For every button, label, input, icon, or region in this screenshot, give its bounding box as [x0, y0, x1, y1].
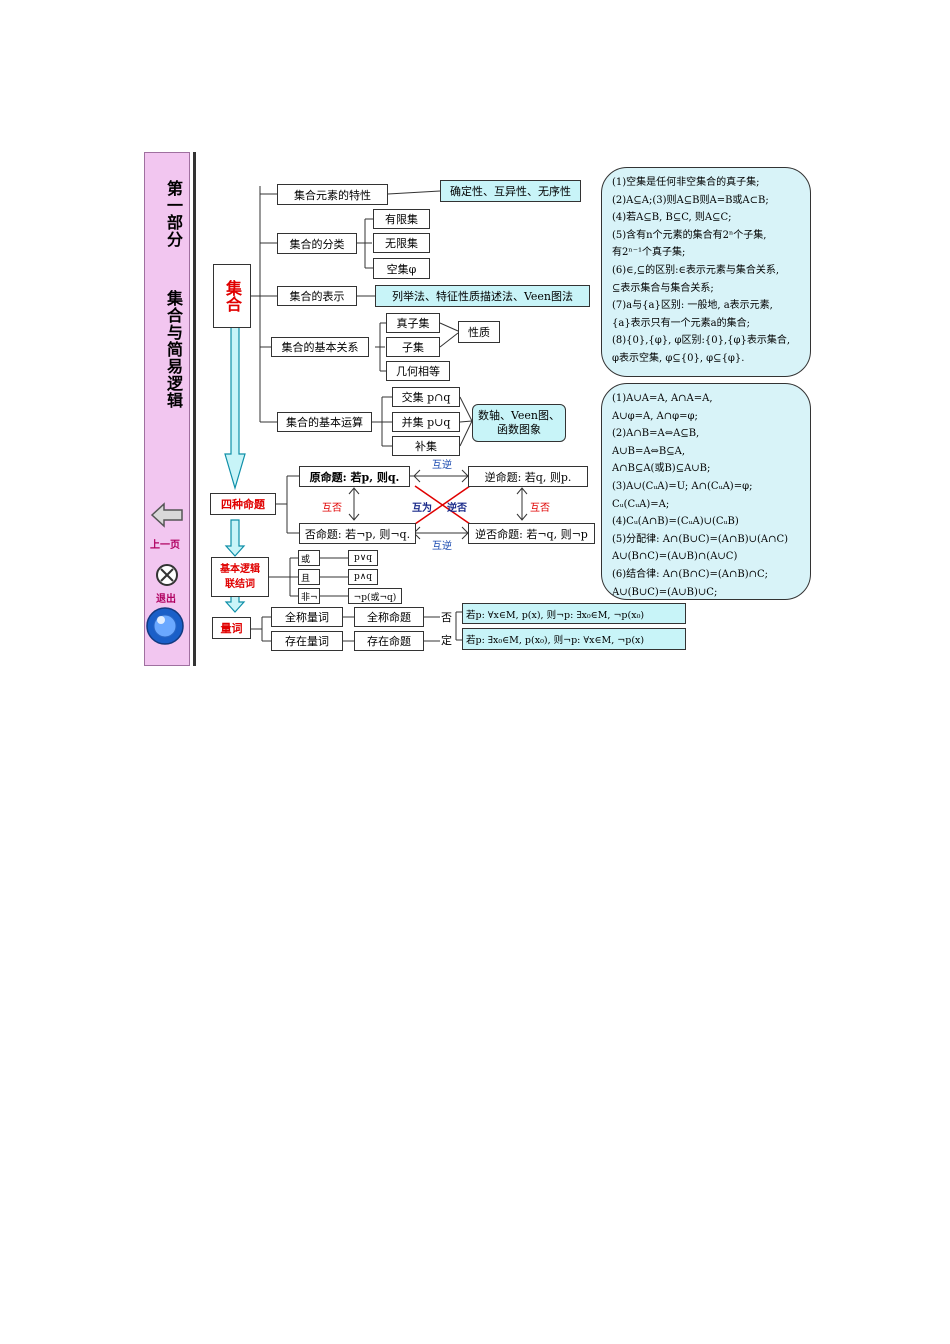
relation-property-line: (6)∈,⊆的区别:∈表示元素与集合关系,: [612, 264, 780, 276]
relation-property-line: (1)空集是任何非空集合的真子集;: [612, 177, 760, 188]
relation-property-line: (5)含有n个元素的集合有2ⁿ个子集,: [612, 229, 767, 241]
relation-property-line: (7)a与{a}区别: 一般地, a表示元素,: [612, 300, 773, 312]
sidebar-topic-title: 集合与简易逻辑: [164, 290, 183, 409]
set-classification: 集合的分类: [277, 233, 357, 254]
operation-property-line: A∩B⊆A(或B)⊆A∪B;: [612, 463, 711, 475]
relation-property-line: ⊆表示集合与集合关系;: [612, 282, 714, 294]
subset: 子集: [386, 337, 440, 357]
operation-property-line: (1)A∪A=A, A∩A=A,: [612, 393, 713, 404]
existential-proposition: 存在命题: [354, 631, 424, 651]
intersection: 交集 p∩q: [392, 387, 460, 407]
operation-property-line: (3)A∪(CᵤA)=U; A∩(CᵤA)=φ;: [612, 480, 753, 492]
connective-or: 或: [298, 550, 320, 566]
quantifier-root: 量词: [212, 617, 251, 639]
operation-property-line: A∪φ=A, A∩φ=φ;: [612, 410, 698, 422]
relation-property-line: (2)A⊆A;(3)则A⊆B则A=B或A⊂B;: [612, 194, 769, 206]
contrapositive-proposition: 逆否命题: 若¬q, 则¬p: [468, 523, 595, 544]
operations-tools-line-2: 函数图象: [497, 423, 541, 436]
operation-property-line: (5)分配律: A∩(B∪C)=(A∩B)∪(A∩C): [612, 533, 789, 545]
relation-property-line: φ表示空集, φ⊆{0}, φ⊆{φ}.: [612, 352, 745, 364]
existential-quantifier: 存在量词: [271, 631, 343, 651]
logic-root-line-2: 联结词: [225, 579, 255, 590]
operation-property-line: A∪(B∩C)=(A∪B)∩(A∪C): [612, 551, 738, 563]
relation-properties: 性质: [458, 321, 500, 343]
connective-not: 非¬: [298, 588, 320, 604]
universal-quantifier: 全称量词: [271, 607, 343, 627]
operation-property-line: Cᵤ(CᵤA)=A;: [612, 498, 670, 510]
four-propositions-root: 四种命题: [210, 493, 276, 515]
operation-property-line: (4)Cᵤ(A∩B)=(CᵤA)∪(CᵤB): [612, 516, 739, 528]
sidebar-part-title: 第一部分: [164, 180, 183, 248]
set-operation-properties-panel: (1)A∪A=A, A∩A=A, A∪φ=A, A∩φ=φ; (2)A∩B=A⇔A⊆…: [601, 383, 811, 600]
label-contrapositive-left: 互为: [412, 503, 432, 514]
set-element-properties: 集合元素的特性: [277, 184, 388, 205]
label-mutual-negation-right: 互否: [530, 503, 550, 514]
set-representation-desc: 列举法、特征性质描述法、Veen图法: [375, 285, 590, 307]
set-equality: 几何相等: [386, 361, 450, 381]
negation-label-1: 否: [441, 611, 452, 624]
set-basic-operations: 集合的基本运算: [277, 412, 372, 432]
empty-set: 空集φ: [373, 258, 430, 279]
formula-or: p∨q: [348, 550, 378, 566]
sidebar-divider: [193, 152, 196, 666]
operation-property-line: A∪(B∪C)=(A∪B)∪C;: [612, 586, 718, 598]
logic-connectives-root: 基本逻辑 联结词: [211, 557, 269, 597]
finite-set: 有限集: [373, 209, 430, 229]
exit-icon[interactable]: [155, 563, 179, 587]
relation-property-line: 有2ⁿ⁻¹个真子集;: [612, 247, 686, 259]
set-relation-properties-panel: (1)空集是任何非空集合的真子集; (2)A⊆A;(3)则A⊆B则A=B或A⊂B;…: [601, 167, 811, 377]
prev-arrow-icon[interactable]: [150, 502, 184, 528]
union: 并集 p∪q: [392, 412, 460, 432]
set-root: 集合: [213, 264, 251, 328]
infinite-set: 无限集: [373, 233, 430, 253]
exit-link[interactable]: 退出: [156, 594, 176, 605]
universal-negation: 若p: ∀x∈M, p(x), 则¬p: ∃x₀∈M, ¬p(x₀): [462, 603, 686, 624]
existential-negation: 若p: ∃x₀∈M, p(x₀), 则¬p: ∀x∈M, ¬p(x): [462, 628, 686, 650]
connective-and: 且: [298, 569, 320, 585]
negation-label-2: 定: [441, 634, 452, 647]
label-mutual-converse-bottom: 互逆: [432, 541, 452, 552]
connector-lines: [251, 186, 528, 642]
prev-page-link[interactable]: 上一页: [150, 540, 180, 551]
formula-and: p∧q: [348, 569, 378, 585]
complement: 补集: [392, 436, 460, 456]
operation-property-line: (6)结合律: A∩(B∩C)=(A∩B)∩C;: [612, 568, 769, 580]
label-contrapositive-right: 逆否: [447, 503, 467, 514]
formula-not: ¬p(或¬q): [348, 588, 402, 604]
set-representation: 集合的表示: [277, 286, 357, 306]
operations-tools-line-1: 数轴、Veen图、: [477, 409, 561, 422]
logic-root-line-1: 基本逻辑: [220, 564, 260, 575]
operation-property-line: A∪B=A⇔B⊆A,: [612, 445, 686, 457]
universal-proposition: 全称命题: [354, 607, 424, 627]
set-element-properties-desc: 确定性、互异性、无序性: [440, 180, 581, 202]
operation-property-line: (2)A∩B=A⇔A⊆B,: [612, 428, 700, 440]
set-basic-relations: 集合的基本关系: [271, 337, 369, 357]
relation-property-line: (4)若A⊆B, B⊆C, 则A⊆C;: [612, 212, 732, 224]
home-globe-icon[interactable]: [145, 606, 185, 646]
operations-tools: 数轴、Veen图、 函数图象: [472, 404, 566, 442]
converse-proposition: 逆命题: 若q, 则p.: [468, 466, 588, 487]
label-mutual-converse-top: 互逆: [432, 460, 452, 471]
relation-property-line: (8){0},{φ}, φ区别:{0},{φ}表示集合,: [612, 335, 791, 347]
original-proposition: 原命题: 若p, 则q.: [299, 466, 410, 487]
proper-subset: 真子集: [386, 313, 440, 333]
flow-arrow: [224, 326, 246, 613]
label-mutual-negation-left: 互否: [322, 503, 342, 514]
relation-property-line: {a}表示只有一个元素a的集合;: [612, 317, 751, 329]
inverse-proposition: 否命题: 若¬p, 则¬q.: [299, 523, 416, 544]
